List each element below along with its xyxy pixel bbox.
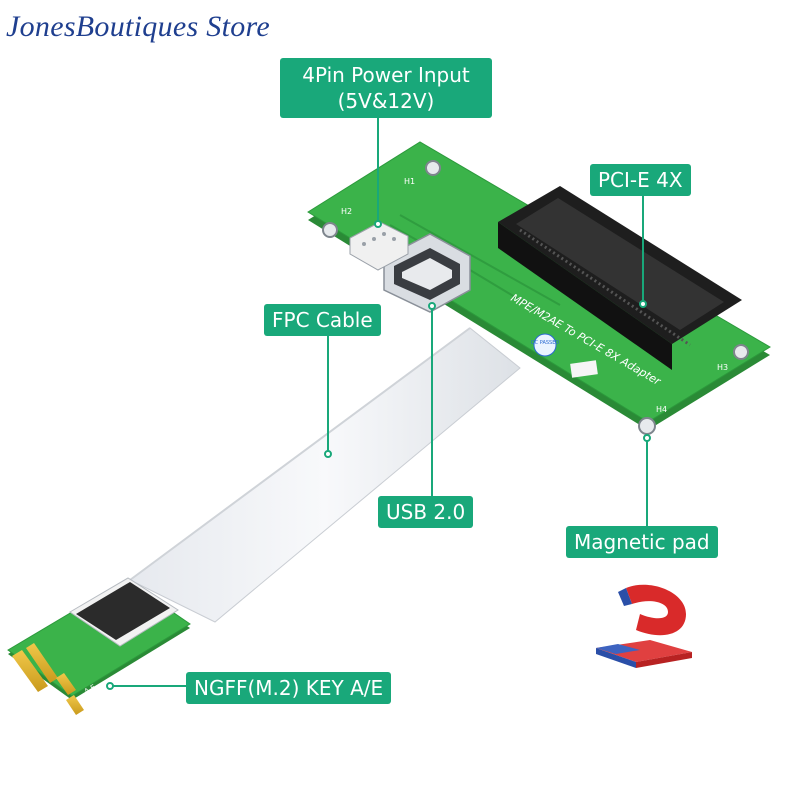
callout-power-input-line2: (5V&12V) <box>337 89 435 113</box>
qc-stamp-text: QC PASSED <box>531 340 560 346</box>
fpc-ribbon-edge <box>129 327 471 581</box>
silkscreen-h3: H3 <box>717 363 728 372</box>
magnetic-pad-h4 <box>638 417 656 435</box>
serial-sticker <box>570 360 598 378</box>
pcie-slot <box>498 186 742 370</box>
callout-power-input-line1: 4Pin Power Input <box>302 63 470 87</box>
pcie-adapter-board: QC PASSED MPE/M2AE To PCI-E 8X Adapter H… <box>307 141 771 435</box>
callout-fpc-cable: FPC Cable <box>264 304 381 336</box>
m2-card: A E <box>7 577 191 715</box>
callout-power-input: 4Pin Power Input (5V&12V) <box>280 58 492 118</box>
silkscreen-h1: H1 <box>404 177 415 186</box>
store-title: JonesBoutiques Store <box>6 10 271 43</box>
silkscreen-h2: H2 <box>341 207 352 216</box>
magnet-icon <box>596 584 692 668</box>
callout-ngff: NGFF(M.2) KEY A/E <box>186 672 392 704</box>
mount-hole-h2 <box>322 222 338 238</box>
callout-magnetic-pad: Magnetic pad <box>566 526 718 558</box>
mount-hole-h3 <box>733 344 749 360</box>
callout-leader-lines <box>106 112 651 690</box>
callout-pcie: PCI-E 4X <box>590 164 691 196</box>
qc-stamp <box>533 333 557 357</box>
silkscreen-h4: H4 <box>656 405 667 414</box>
mount-hole-h1 <box>425 160 441 176</box>
power-header <box>349 221 409 271</box>
fpc-ribbon-cable <box>129 327 521 623</box>
callout-usb: USB 2.0 <box>378 496 474 528</box>
m2-gold-fingers <box>12 643 84 715</box>
